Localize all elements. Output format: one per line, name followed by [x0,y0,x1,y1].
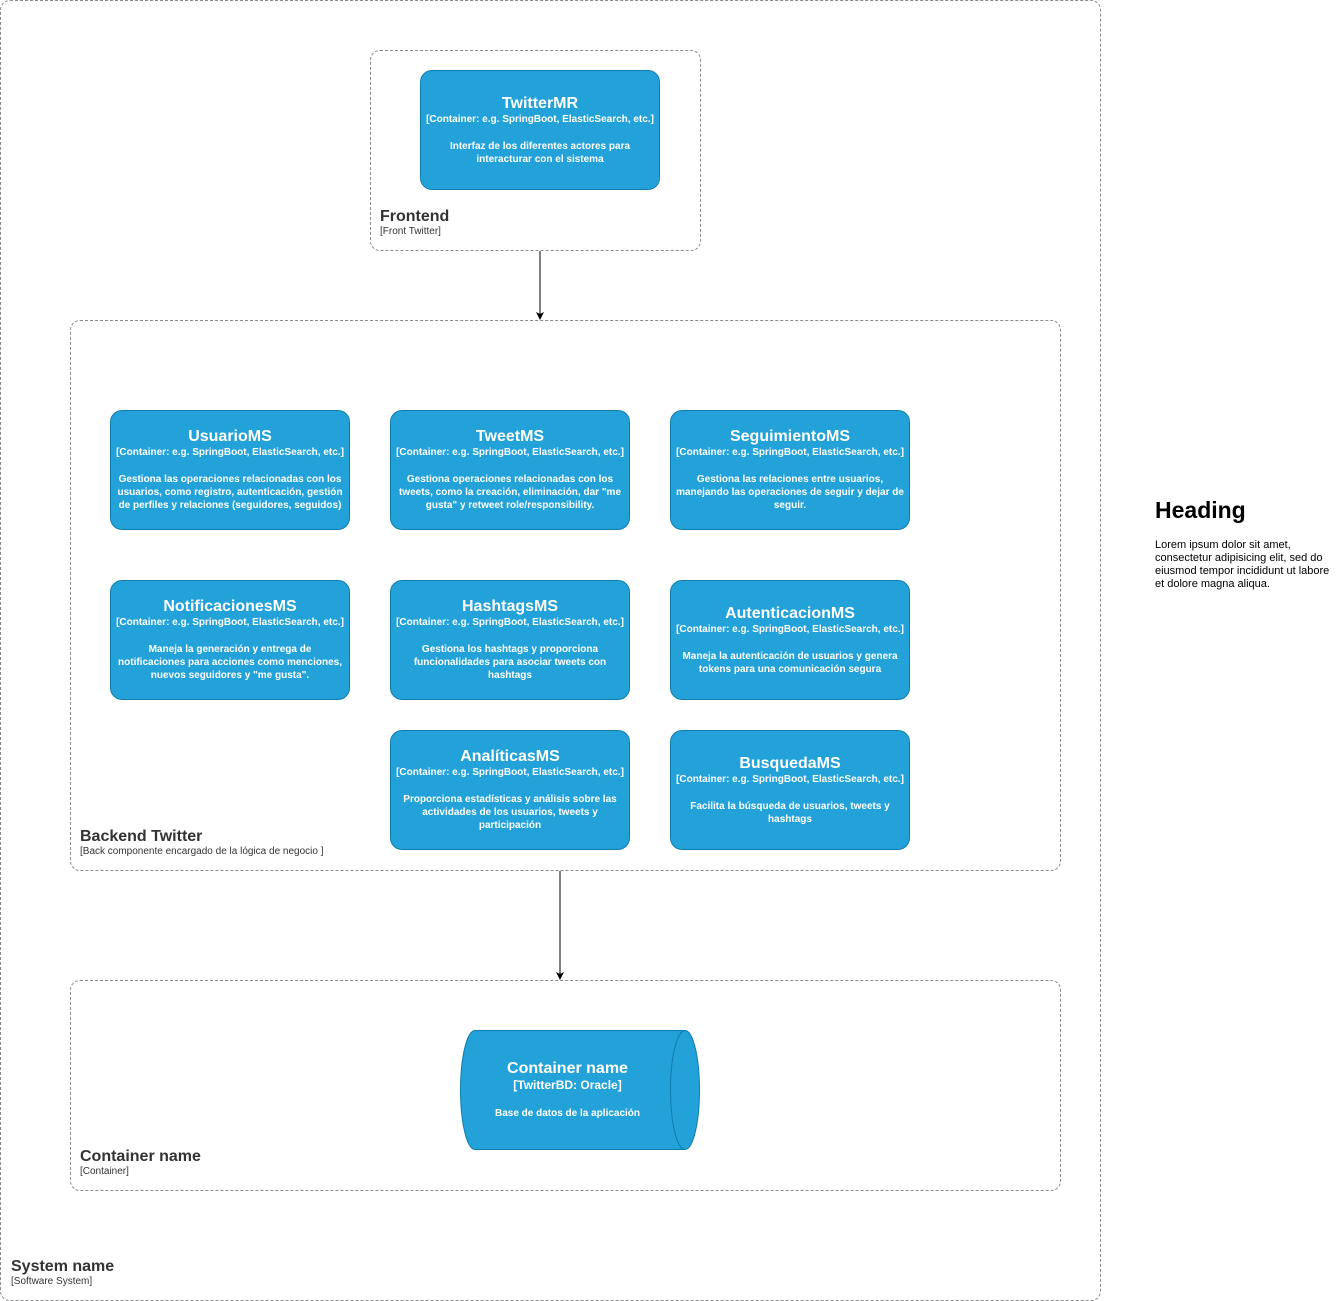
frontend-boundary[interactable] [370,50,701,251]
node-name: NotificacionesMS [163,598,297,615]
node-tech: [Container: e.g. SpringBoot, ElasticSear… [116,617,344,628]
node-tech: [Container: e.g. SpringBoot, ElasticSear… [676,447,904,458]
node-name: UsuarioMS [188,428,272,445]
database-node-text: Container name [TwitterBD: Oracle] Base … [460,1030,675,1150]
container-seguimientoms[interactable]: SeguimientoMS [Container: e.g. SpringBoo… [670,410,910,530]
backend-title: Backend Twitter [80,828,203,845]
database-cylinder-end [670,1030,686,1150]
node-description: Gestiona los hashtags y proporciona func… [413,644,607,681]
container-twittermr[interactable]: TwitterMR [Container: e.g. SpringBoot, E… [420,70,660,190]
container-usuarioms[interactable]: UsuarioMS [Container: e.g. SpringBoot, E… [110,410,350,530]
node-name: SeguimientoMS [729,428,850,445]
system-title: System name [11,1258,115,1275]
database-tech: [Container] [80,1166,129,1177]
node-description: Maneja la autenticación de usuarios y ge… [682,650,898,675]
node-tech: [Container: e.g. SpringBoot, ElasticSear… [396,447,624,458]
system-label: System name [Software System] [11,1258,114,1288]
node-description: Gestiona las relaciones entre usuarios, … [676,474,904,511]
side-note-body: Lorem ipsum dolor sit amet, consectetur … [1155,539,1330,590]
database-title: Container name [80,1148,201,1165]
node-description: Facilita la búsqueda de usuarios, tweets… [690,800,890,825]
node-description: Proporciona estadísticas y análisis sobr… [403,794,617,831]
node-tech: [Container: e.g. SpringBoot, ElasticSear… [676,773,904,785]
node-description: Interfaz de los diferentes actores para … [449,140,631,165]
backend-label: Backend Twitter [Back componente encarga… [80,828,324,858]
node-tech: [Container: e.g. SpringBoot, ElasticSear… [676,623,904,635]
system-tech: [Software System] [11,1276,93,1287]
container-notificacionesms[interactable]: NotificacionesMS [Container: e.g. Spring… [110,580,350,700]
side-note-heading: Heading [1155,497,1246,523]
frontend-label: Frontend [Front Twitter] [380,208,449,238]
node-name: Container name [507,1060,628,1077]
node-tech: [Container: e.g. SpringBoot, ElasticSear… [396,617,624,628]
backend-boundary[interactable] [70,320,1061,871]
container-busquedams[interactable]: BusquedaMS [Container: e.g. SpringBoot, … [670,730,910,850]
backend-tech: [Back componente encargado de la lógica … [80,846,324,857]
side-note: Heading Lorem ipsum dolor sit amet, cons… [1155,495,1335,591]
node-name: BusquedaMS [739,754,841,772]
node-tech: [Container: e.g. SpringBoot, ElasticSear… [426,113,654,125]
database-cylinder[interactable] [460,1030,700,1150]
node-tech: [Container: e.g. SpringBoot, ElasticSear… [396,767,624,778]
node-description: Maneja la generación y entrega de notifi… [118,644,342,681]
node-tech: [TwitterBD: Oracle] [513,1078,622,1092]
container-autenticacionms[interactable]: AutenticacionMS [Container: e.g. SpringB… [670,580,910,700]
frontend-tech: [Front Twitter] [380,226,441,237]
container-hashtagsms[interactable]: HashtagsMS [Container: e.g. SpringBoot, … [390,580,630,700]
node-name: AutenticacionMS [725,604,855,622]
container-tweetms[interactable]: TweetMS [Container: e.g. SpringBoot, Ela… [390,410,630,530]
node-name: TwitterMR [501,94,579,112]
node-description: Gestiona las operaciones relacionadas co… [117,474,343,511]
node-name: HashtagsMS [461,598,559,615]
node-description: Base de datos de la aplicación [494,1108,641,1119]
container-analiticasms[interactable]: AnalíticasMS [Container: e.g. SpringBoot… [390,730,630,850]
database-label: Container name [Container] [80,1148,201,1178]
node-description: Gestiona operaciones relacionadas con lo… [398,474,622,511]
node-tech: [Container: e.g. SpringBoot, ElasticSear… [116,447,344,458]
node-name: TweetMS [475,428,545,445]
node-name: AnalíticasMS [460,748,560,765]
database-boundary[interactable] [70,980,1061,1191]
frontend-title: Frontend [380,208,450,225]
